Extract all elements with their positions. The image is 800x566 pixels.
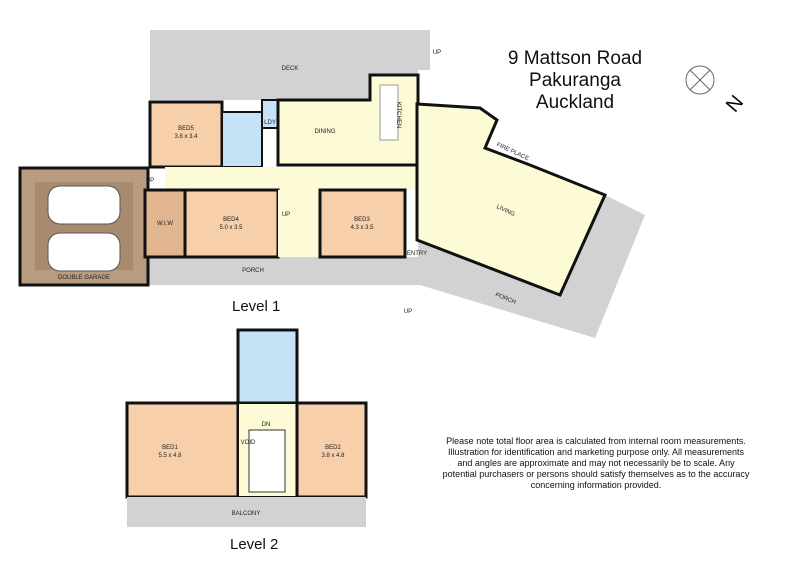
label-bed1: BED1 xyxy=(162,445,178,451)
label-bed2: BED2 xyxy=(325,445,341,451)
disclaimer-line: Illustration for identification and mark… xyxy=(448,447,744,457)
compass-north-label: N xyxy=(722,91,748,116)
room-bed4 xyxy=(183,188,280,259)
label-bed4-size: 5.0 x 3.5 xyxy=(219,225,243,231)
car-icon xyxy=(47,185,121,225)
label-deck: DECK xyxy=(282,66,299,72)
disclaimer-line: potential purchasers or persons should s… xyxy=(442,469,750,479)
disclaimer-line: concerning information provided. xyxy=(530,480,662,490)
room-bathroom-2 xyxy=(236,328,299,405)
deck-area xyxy=(150,30,430,100)
label-bed5: BED5 xyxy=(178,126,194,132)
car-icon xyxy=(47,232,121,272)
label-balcony: BALCONY xyxy=(232,511,261,517)
address-suburb: Pakuranga xyxy=(529,70,621,91)
label-void: VOID xyxy=(241,440,256,446)
room-bed2 xyxy=(295,401,368,499)
balcony xyxy=(127,497,366,527)
label-kitchen: KITCHEN xyxy=(395,102,401,128)
label-ldy: LDY xyxy=(264,120,276,126)
label-garage: DOUBLE GARAGE xyxy=(58,275,110,281)
room-bed3 xyxy=(318,188,407,259)
hallway xyxy=(165,167,417,190)
address-street: 9 Mattson Road xyxy=(507,48,643,69)
address-city: Auckland xyxy=(535,92,615,113)
compass-rose-icon xyxy=(685,65,715,95)
stair-hall xyxy=(278,190,320,257)
label-up: UP xyxy=(404,309,412,315)
disclaimer-line: Please note total floor area is calculat… xyxy=(446,436,746,446)
label-bed5-size: 3.8 x 3.4 xyxy=(174,134,198,140)
label-entry: ENTRY xyxy=(407,251,427,257)
disclaimer: Please note total floor area is calculat… xyxy=(440,436,752,491)
stair-void xyxy=(248,429,286,493)
label-up: UP xyxy=(433,50,441,56)
label-up: UP xyxy=(146,178,154,184)
label-wiw: W.I.W xyxy=(157,221,173,227)
label-bed3-size: 4.3 x 3.5 xyxy=(350,225,374,231)
porch-area xyxy=(148,195,645,338)
label-bed1-size: 5.5 x 4.8 xyxy=(158,453,182,459)
room-bed5 xyxy=(148,100,224,169)
label-porch: PORCH xyxy=(242,268,264,274)
level-1-title: Level 1 xyxy=(232,298,281,315)
label-bed4: BED4 xyxy=(223,217,239,223)
room-living xyxy=(415,102,608,297)
label-bed2-size: 3.8 x 4.8 xyxy=(321,453,345,459)
label-dn: DN xyxy=(262,422,271,428)
label-up: UP xyxy=(282,212,290,218)
label-bed3: BED3 xyxy=(354,217,370,223)
room-bed1 xyxy=(125,401,240,499)
level-2-title: Level 2 xyxy=(230,536,279,553)
label-dining: DINING xyxy=(315,129,336,135)
address: 9 Mattson Road Pakuranga Auckland xyxy=(480,48,670,114)
disclaimer-line: and angles are approximate and may not n… xyxy=(457,458,735,468)
room-bathroom xyxy=(221,111,263,168)
